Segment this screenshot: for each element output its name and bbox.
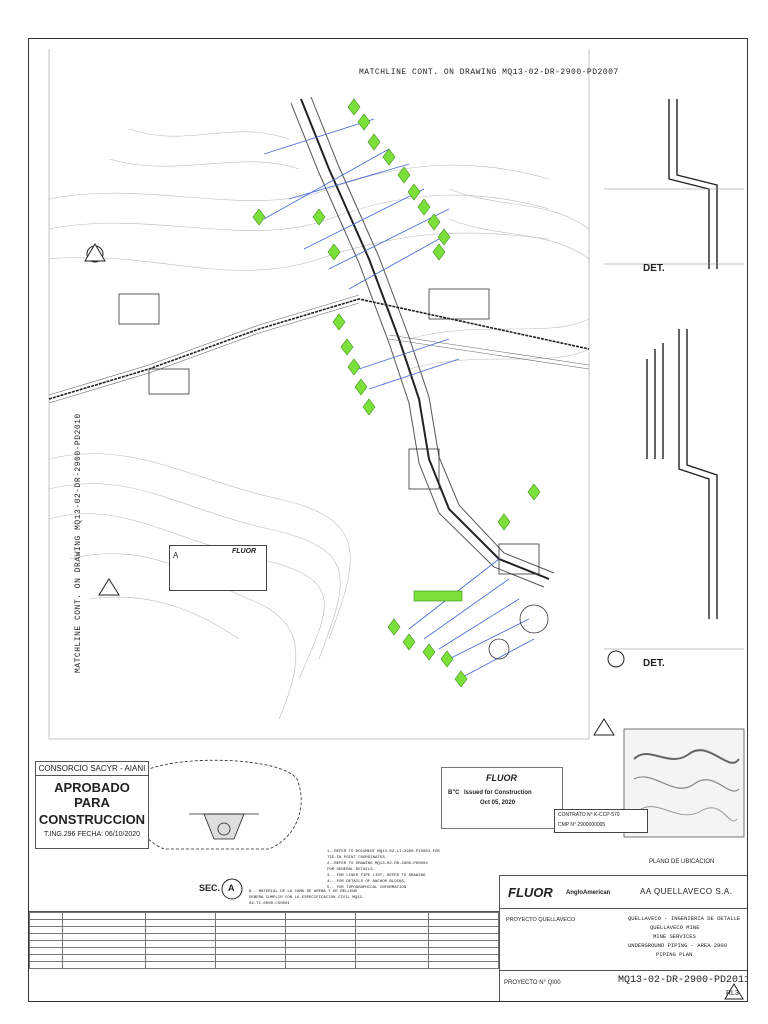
stamp-line-1: APROBADO PARA <box>54 780 130 810</box>
fluor-box-letter: A <box>173 551 179 560</box>
title-line-5: PIPING PLAN <box>656 951 693 958</box>
revision-label: RL3 <box>726 990 739 997</box>
fluor-stamp-brand: FLUOR <box>486 773 517 783</box>
note-4: FOR GENERAL DETAILS. <box>327 868 376 872</box>
revision-table <box>29 911 499 1001</box>
section-label: SEC. <box>199 883 221 893</box>
title-line-3: MINE SERVICES <box>653 933 696 940</box>
fluor-box-brand: FLUOR <box>232 548 257 555</box>
fluor-reference-box: A FLUOR <box>169 545 267 591</box>
detail-2-label: DET. <box>643 658 665 669</box>
drawing-number: MQ13-02-DR-2900-PD2011 <box>618 975 748 986</box>
fluor-stamp-date: Oct 05, 2020 <box>480 800 516 806</box>
title-block: FLUOR AngloAmerican AA QUELLAVECO S.A. Q… <box>499 875 748 1001</box>
anglo-logo: AngloAmerican <box>566 890 611 896</box>
fluor-stamp-code: B"C <box>448 790 460 796</box>
cmp-number: CMP N° 2900000005 <box>558 822 606 828</box>
section-note: B - MATERIAL DE LA CAMA DE ARENA Y DE RE… <box>249 890 365 906</box>
project-name: PROYECTO QUELLAVECO <box>506 917 576 923</box>
stamp-footer: T.ING.296 FECHA: 06/10/2020 <box>43 831 141 838</box>
fluor-issued-stamp: FLUOR B"C Issued for Construction Oct 05… <box>441 767 563 829</box>
drawing-sheet: MATCHLINE CONT. ON DRAWING MQ13-02-DR-29… <box>28 38 748 1002</box>
general-notes: 1.-REFER TO DOCUMENT MQ13-02-LI-2900-PI0… <box>327 849 497 891</box>
note-2: TIE-IN POINT COORDINATES. <box>327 856 388 860</box>
approval-stamp: CONSORCIO SACYR - AIANI APROBADO PARA CO… <box>35 761 149 849</box>
matchline-left-label: MATCHLINE CONT. ON DRAWING MQ13-02-DR-29… <box>74 413 83 673</box>
note-6: 4.- FOR DETAILS OF ANCHOR BLOCKS, <box>327 880 407 884</box>
detail-1-label: DET. <box>643 263 665 274</box>
note-3: 2.-REFER TO DRAWING MQ13-02-DR-2900-PD00… <box>327 862 428 866</box>
client-name: AA QUELLAVECO S.A. <box>640 887 733 896</box>
note-1: 1.-REFER TO DOCUMENT MQ13-02-LI-2900-PI0… <box>327 850 440 854</box>
matchline-top-label: MATCHLINE CONT. ON DRAWING MQ13-02-DR-29… <box>359 68 619 77</box>
contract-box: CONTRATO N° K-CCP-570 CMP N° 2900000005 <box>554 809 648 833</box>
stamp-company: CONSORCIO SACYR - AIANI <box>36 762 148 776</box>
piping-plan-canvas <box>48 49 745 1000</box>
title-line-4: UNDERGROUND PIPING - AREA 2900 <box>628 942 728 949</box>
title-line-2: QUELLAVECO MINE <box>650 924 700 931</box>
note-5: 3.- FOR LINES PIPE LIST, REFER TO DRAWIN… <box>327 874 426 878</box>
location-map-label: PLANO DE UBICACION <box>649 859 715 865</box>
project-number: PROYECTO N° QI00 <box>504 980 561 986</box>
title-line-1: QUELLAVECO - INGENIERIA DE DETALLE <box>628 915 741 922</box>
note-7: 5.- FOR TOPOGRAPHICAL INFORMATION <box>327 886 407 890</box>
section-letter: A <box>228 883 235 893</box>
stamp-line-2: CONSTRUCCION <box>38 812 146 827</box>
contract-number: CONTRATO N° K-CCP-570 <box>558 812 620 818</box>
fluor-stamp-text: Issued for Construction <box>464 790 532 796</box>
fluor-logo: FLUOR <box>508 885 553 900</box>
